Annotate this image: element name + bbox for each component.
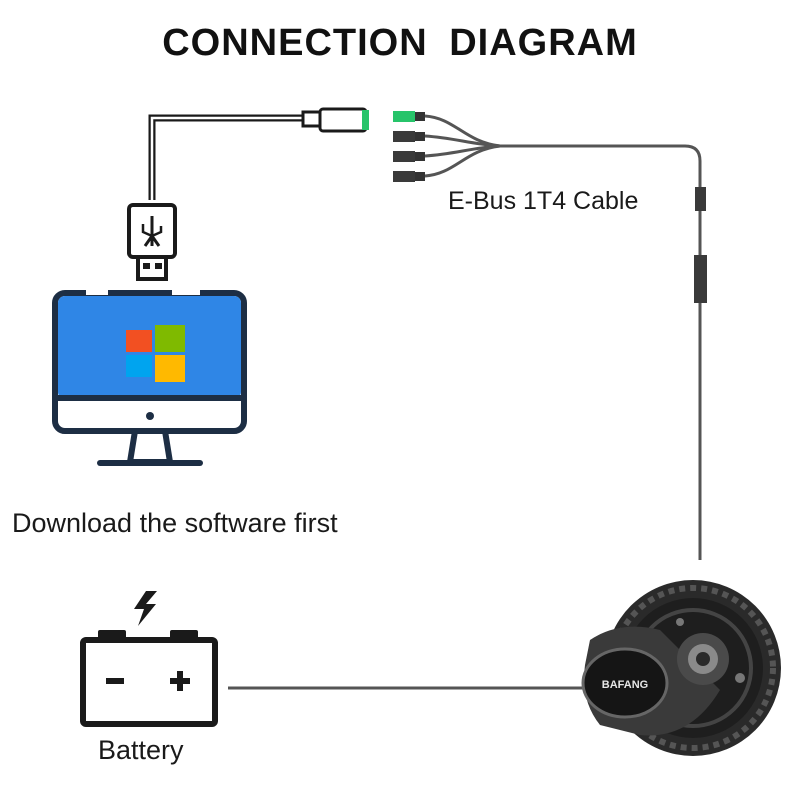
windows-logo-icon [126,325,185,382]
computer-caption: Download the software first [12,508,338,538]
diagram-title: CONNECTION DIAGRAM [162,22,638,64]
usb-cable [148,107,369,200]
cable-label: E-Bus 1T4 Cable [448,187,639,215]
motor-brand-label: BAFANG [602,679,648,691]
bafang-motor: BAFANG [581,580,781,756]
battery-icon [80,591,218,727]
battery-caption: Battery [98,735,184,765]
usb-plug-icon [127,203,177,281]
ebus-1t4-cable [393,111,707,560]
